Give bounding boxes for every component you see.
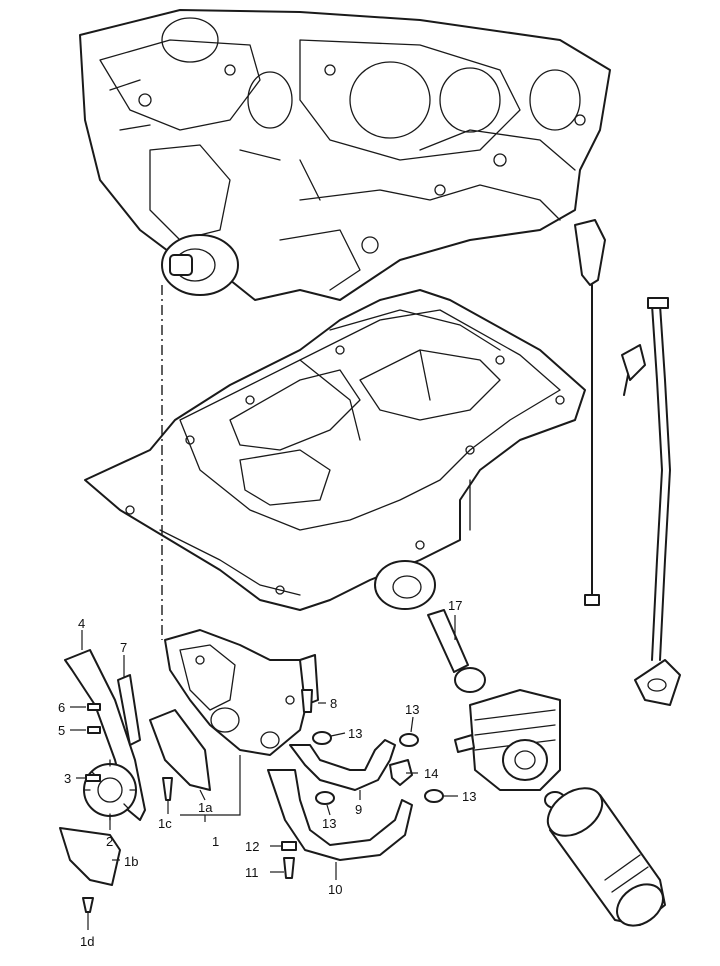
callout-7: 7 [120,640,127,655]
bolt-11 [283,857,295,879]
callout-13-far-right: 13 [462,789,476,804]
screw-1d [82,897,94,913]
oil-pipe [289,739,396,791]
clip-14 [389,759,413,786]
callout-12: 12 [245,839,259,854]
dipstick-guide-tube [621,297,681,706]
callout-1d: 1d [80,934,94,949]
pin-5 [87,726,101,734]
callout-1: 1 [212,834,219,849]
seal-ring-lower [315,791,335,805]
bolt-8 [301,689,313,713]
threaded-stud [427,609,469,673]
callout-4: 4 [78,616,85,631]
callout-2: 2 [106,834,113,849]
seal-ring-right [399,733,419,747]
engine-block [79,9,611,301]
leader-lines [70,615,458,930]
oil-filter-housing [454,689,566,809]
callout-1b: 1b [124,854,138,869]
pump-bracket [149,709,211,791]
callout-9: 9 [355,802,362,817]
bolt-3 [85,774,101,782]
chain-tensioner [117,674,141,746]
chain-guard [59,827,121,886]
callout-10: 10 [328,882,342,897]
callout-8: 8 [330,696,337,711]
callout-11: 11 [245,865,259,880]
callout-1c: 1c [158,816,172,831]
dipstick [574,219,606,606]
callout-13-top: 13 [348,726,362,741]
shim-6 [87,703,101,711]
callout-17: 17 [448,598,462,613]
washer-12 [281,841,297,851]
oil-pan [84,289,586,611]
callout-labels: 4 7 6 5 3 2 1a 1c 1 1b 1d 8 13 13 13 13 … [58,598,476,949]
seal-ring-top [312,731,332,745]
oil-filter-cartridge [546,787,666,927]
callout-3: 3 [64,771,71,786]
callout-14: 14 [424,766,438,781]
o-ring [454,667,486,693]
return-pipe [267,769,413,861]
callout-6: 6 [58,700,65,715]
callout-13-lower: 13 [322,816,336,831]
oil-pump-housing [164,629,319,756]
callout-13-right: 13 [405,702,419,717]
callout-1a: 1a [198,800,213,815]
seal-ring-far-right [424,789,444,803]
callout-5: 5 [58,723,65,738]
bolt-1c [162,777,173,801]
